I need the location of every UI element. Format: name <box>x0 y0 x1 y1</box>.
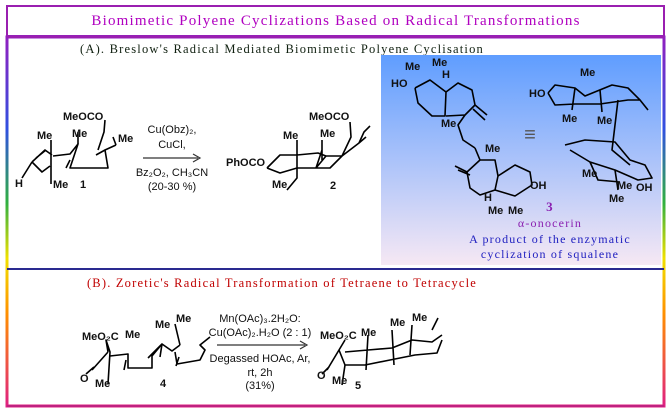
reagent-text: Cu(Obz)₂, <box>148 124 197 136</box>
reagent-text: (20-30 %) <box>148 181 196 193</box>
label-me: Me <box>432 57 447 69</box>
reagent-text: rt, 2h <box>247 367 272 379</box>
label-me: Me <box>283 130 298 142</box>
label-me: Me <box>361 327 376 339</box>
label-meo2c: MeO₂C <box>320 330 357 342</box>
compound-4-structure: MeO₂C Me Me Me O Me 4 <box>80 313 211 390</box>
equivalence-symbol: ≡ <box>524 124 536 146</box>
label-me: Me <box>412 312 427 324</box>
compound-number: 1 <box>80 179 86 191</box>
label-me: Me <box>118 133 133 145</box>
reagent-text: (31%) <box>245 380 274 392</box>
label-meoco: MeOCO <box>63 111 104 123</box>
label-h: H <box>484 192 492 204</box>
label-me: Me <box>617 180 632 192</box>
onocerin-structure: Me Me H HO Me Me HO Me Me Me OH H Me Me … <box>391 57 653 217</box>
compound-2-structure: MeOCO Me Me PhOCO Me 2 <box>226 111 371 192</box>
label-me: Me <box>485 143 500 155</box>
label-me: Me <box>508 205 523 217</box>
label-me: Me <box>582 168 597 180</box>
compound-5-structure: MeO₂C Me Me Me O Me 5 <box>317 312 443 392</box>
compound-number: 4 <box>160 378 167 390</box>
label-me: Me <box>176 313 191 325</box>
page-title: Biomimetic Polyene Cyclizations Based on… <box>91 13 580 29</box>
label-me: Me <box>72 128 87 140</box>
label-me: Me <box>53 179 68 191</box>
label-me: Me <box>37 130 52 142</box>
label-phoco: PhOCO <box>226 157 266 169</box>
label-o: O <box>80 373 89 385</box>
reagent-text: Cu(OAc)₂.H₂O (2 : 1) <box>209 327 312 339</box>
label-me: Me <box>155 319 170 331</box>
label-me: Me <box>390 317 405 329</box>
label-me: Me <box>609 193 624 205</box>
panel-caption: cyclization of squalene <box>481 247 619 261</box>
label-me: Me <box>441 118 456 130</box>
label-oh: OH <box>530 180 547 192</box>
onocerin-panel <box>381 55 661 265</box>
label-me: Me <box>580 67 595 79</box>
label-h: H <box>442 69 450 81</box>
label-o: O <box>317 370 326 382</box>
compound-number: 3 <box>546 199 554 214</box>
reagent-text: Degassed HOAc, Ar, <box>210 353 311 365</box>
compound-1-structure: MeOCO Me Me Me H Me 1 <box>15 111 133 191</box>
title-box <box>6 5 665 37</box>
label-me: Me <box>320 128 335 140</box>
label-me: Me <box>597 115 612 127</box>
label-me: Me <box>332 375 347 387</box>
label-meo2c: MeO₂C <box>82 331 119 343</box>
label-meoco: MeOCO <box>309 111 350 123</box>
reaction-arrow-a: Cu(Obz)₂, CuCl, Bz₂O₂, CH₃CN (20-30 %) <box>136 124 208 193</box>
reagent-text: CuCl, <box>158 139 186 151</box>
label-me: Me <box>488 205 503 217</box>
compound-number: 2 <box>330 180 336 192</box>
reaction-arrow-b: Mn(OAc)₃.2H₂O: Cu(OAc)₂.H₂O (2 : 1) Dega… <box>209 313 312 392</box>
label-me: Me <box>405 61 420 73</box>
label-me: Me <box>95 378 110 390</box>
section-b-heading: (B). Zoretic's Radical Transformation of… <box>87 276 477 290</box>
label-ho: HO <box>529 88 546 100</box>
label-ho: HO <box>391 78 408 90</box>
compound-name: α-onocerin <box>518 216 582 230</box>
label-me: Me <box>272 179 287 191</box>
label-oh: OH <box>636 182 653 194</box>
label-me: Me <box>562 113 577 125</box>
reagent-text: Mn(OAc)₃.2H₂O: <box>219 313 300 325</box>
compound-number: 5 <box>355 380 361 392</box>
panel-caption: A product of the enzymatic <box>469 232 631 246</box>
reagent-text: Bz₂O₂, CH₃CN <box>136 167 208 179</box>
label-h: H <box>15 178 23 190</box>
label-me: Me <box>125 329 140 341</box>
section-a-heading: (A). Breslow's Radical Mediated Biomimet… <box>80 42 484 56</box>
